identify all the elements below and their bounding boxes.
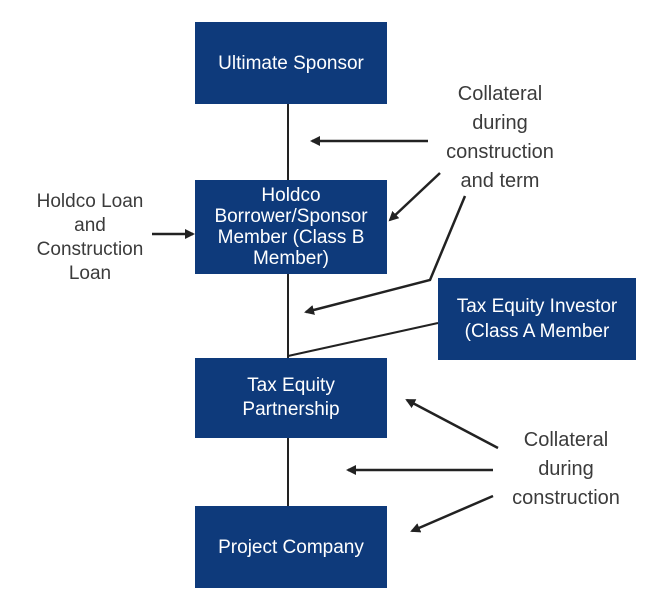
- ultimate-sponsor-label: Ultimate Sponsor: [218, 52, 364, 74]
- project-company-label: Project Company: [218, 536, 364, 558]
- holdco-borrower-box: Holdco Borrower/Sponsor Member (Class B …: [195, 180, 387, 274]
- arrow-collateral-to-holdco-link: [304, 195, 467, 315]
- arrow-collateral-to-project: [410, 494, 494, 533]
- arrow-collateral-to-holdco: [388, 172, 441, 222]
- ultimate-sponsor-box: Ultimate Sponsor: [195, 22, 387, 104]
- tax-equity-partnership-box: Tax Equity Partnership: [195, 358, 387, 438]
- arrow-collateral-to-partnership: [405, 398, 499, 450]
- collateral-construction-and-term-note: Collateral during construction and term: [446, 83, 554, 192]
- tax-equity-investor-label: Tax Equity Investor (Class A Member: [456, 296, 618, 342]
- tax-equity-investor-box: Tax Equity Investor (Class A Member: [438, 278, 636, 360]
- holdco-borrower-label: Holdco Borrower/Sponsor Member (Class B …: [214, 185, 368, 269]
- holdco-loans-note: Holdco Loan and Construction Loan: [36, 191, 144, 284]
- collateral-construction-note: Collateral during construction: [512, 429, 620, 509]
- connector-investor-to-partnership: [287, 322, 439, 357]
- project-company-box: Project Company: [195, 506, 387, 588]
- tax-equity-partnership-label: Tax Equity Partnership: [242, 375, 340, 420]
